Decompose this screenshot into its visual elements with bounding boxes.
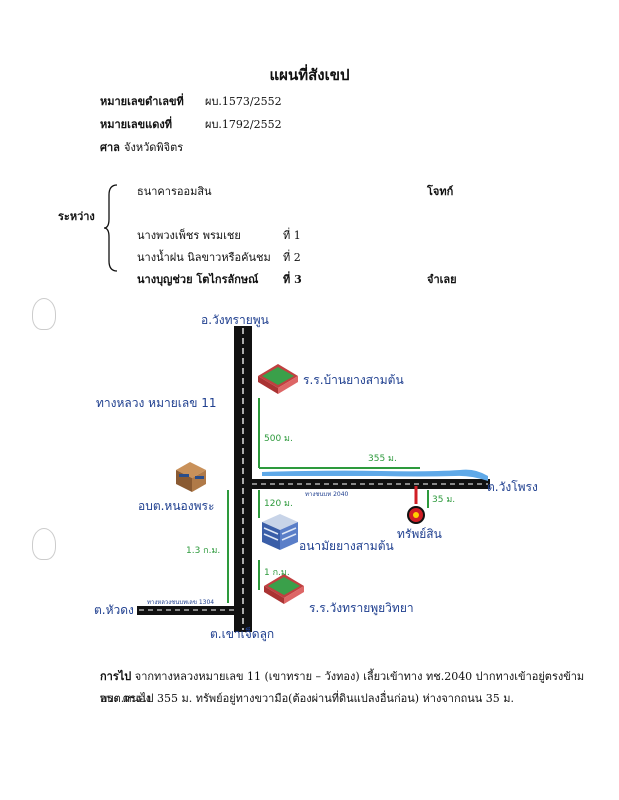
tao-office-icon [176, 462, 206, 492]
label-distance-120: 120 ม. [264, 499, 293, 509]
black-case-label: หมายเลขดำเลขที่ [100, 95, 184, 108]
court-value: จังหวัดพิจิตร [124, 141, 184, 154]
label-health-center: อนามัยยางสามต้น [299, 539, 394, 553]
defendant-3-name: นางบุญช่วย โตไกรลักษณ์ [137, 273, 259, 286]
label-east: ต.วังโพรง [487, 480, 538, 494]
punch-hole-mark [32, 528, 56, 560]
court-label: ศาล [100, 141, 120, 154]
label-highway-11: ทางหลวง หมายเลข 11 [96, 396, 217, 410]
label-distance-500: 500 ม. [264, 434, 293, 444]
black-case-value: ผบ.1573/2552 [205, 95, 282, 108]
river [262, 469, 488, 481]
label-school-2: ร.ร.วังทรายพูยวิทยา [309, 601, 414, 616]
road-2040 [246, 478, 490, 490]
label-road-2040: ทางชนบท 2040 [305, 491, 349, 498]
label-north: อ.วังทรายพูน [201, 313, 269, 328]
plaintiff-role: โจทก์ [427, 185, 454, 198]
health-center-icon [262, 514, 298, 550]
defendant-1-num: ที่ 1 [283, 229, 301, 242]
label-property: ทรัพย์สิน [397, 527, 442, 541]
label-distance-355: 355 ม. [368, 454, 397, 464]
defendant-role: จำเลย [427, 273, 457, 286]
plaintiff-name: ธนาคารออมสิน [137, 185, 212, 198]
school-1-icon [258, 364, 298, 394]
directions-lead: การไป [100, 670, 132, 683]
label-distance-1: 1 ก.ม. [264, 568, 290, 578]
label-south: ต.เขาเจ็ดลูก [210, 626, 274, 642]
brace-icon [103, 184, 118, 272]
location-map: อ.วังทรายพูน ร.ร.บ้านยางสามต้น ทางหลวง ห… [94, 313, 538, 642]
punch-hole-mark [32, 298, 56, 330]
label-distance-35: 35 ม. [432, 495, 455, 505]
defendant-2-num: ที่ 2 [283, 251, 301, 264]
property-marker [407, 486, 425, 524]
defendant-1-name: นางพวงเพ็ชร พรมเชย [137, 229, 241, 242]
between-label: ระหว่าง [58, 210, 95, 223]
directions-text: การไป จากทางหลวงหมายเลข 11 (เขาทราย – วั… [100, 666, 590, 710]
road-1304 [137, 606, 236, 615]
directions-line-2: พระ ตรงไป 355 ม. ทรัพย์อยู่ทางขวามือ(ต้อ… [100, 692, 515, 705]
label-distance-1-3: 1.3 ก.ม. [186, 546, 220, 556]
label-tao: อบต.หนองพระ [138, 499, 214, 513]
defendant-3-num: ที่ 3 [283, 273, 302, 286]
red-case-label: หมายเลขแดงที่ [100, 118, 172, 131]
highway-11 [234, 326, 252, 632]
school-2-icon [264, 574, 304, 604]
label-road-1304: ทางหลวงชนบทเลข 1304 [147, 599, 214, 606]
label-school-1: ร.ร.บ้านยางสามต้น [303, 373, 404, 387]
red-case-value: ผบ.1792/2552 [205, 118, 282, 131]
label-west: ต.หัวดง [94, 603, 134, 617]
defendant-2-name: นางน้ำฝน นิลขาวหรือคันชม [137, 251, 271, 264]
directions-line-1: จากทางหลวงหมายเลข 11 (เขาทราย – วังทอง) … [100, 670, 585, 705]
page-title: แผนที่สังเขป [269, 66, 350, 84]
